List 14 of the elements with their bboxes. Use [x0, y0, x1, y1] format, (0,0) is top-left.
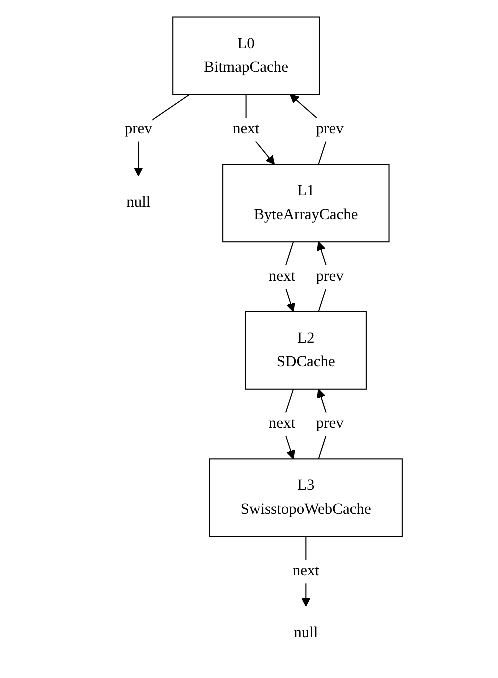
node-box: L3 SwisstopoWebCache — [209, 458, 403, 538]
edge-label: prev — [124, 121, 152, 138]
node-text: null — [294, 625, 318, 642]
node-box: L1 ByteArrayCache — [222, 164, 390, 243]
node-box: L2 SDCache — [245, 311, 367, 390]
edge-label: prev — [316, 416, 344, 432]
edge-label: next — [292, 563, 320, 580]
node-text: null — [126, 194, 151, 212]
edge-label: next — [268, 416, 296, 432]
edge-label: prev — [316, 268, 344, 285]
edge-label: prev — [316, 121, 344, 138]
node-box: L0 BitmapCache — [172, 16, 320, 96]
edge-label: next — [268, 268, 296, 285]
edge-label: next — [232, 121, 260, 138]
